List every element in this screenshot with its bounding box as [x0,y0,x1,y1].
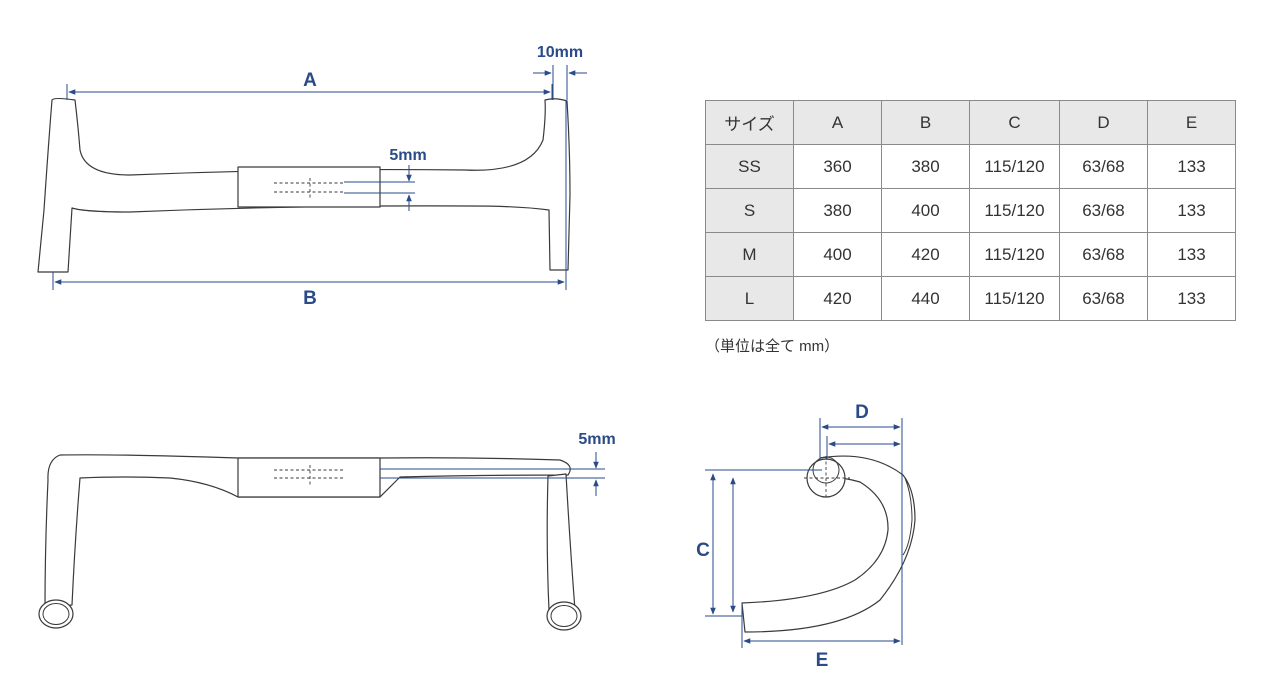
table-row: S 380 400 115/120 63/68 133 [705,188,1236,233]
table-cell: 115/120 [969,188,1060,233]
header-e: E [1147,100,1236,145]
side-view: C D E [696,402,916,671]
table-cell: 420 [793,276,882,321]
front-view: 5mm [38,431,616,631]
size-spec-table: サイズ A B C D E SS 360 380 115/120 63/68 1… [705,100,1236,321]
row-size-cell: L [705,276,794,321]
top-view-clamp-section [237,166,381,208]
header-d: D [1059,100,1148,145]
side-view-drop-outline [741,455,916,633]
row-size-cell: SS [705,144,794,189]
header-b: B [881,100,970,145]
table-header-row: サイズ A B C D E [705,100,1236,145]
table-cell: 133 [1147,144,1236,189]
dimension-rise-top-label: 5mm [389,147,426,164]
table-cell: 380 [881,144,970,189]
row-size-cell: S [705,188,794,233]
top-view: A B 10mm 5mm [37,44,587,309]
table-cell: 115/120 [969,276,1060,321]
dimension-d-label: D [855,402,869,423]
unit-note: （単位は全て mm） [705,338,840,355]
table-row: L 420 440 115/120 63/68 133 [705,276,1236,321]
table-cell: 63/68 [1059,188,1148,233]
dimension-a-label: A [303,70,317,91]
table-cell: 380 [793,188,882,233]
table-cell: 440 [881,276,970,321]
table-cell: 400 [881,188,970,233]
header-a: A [793,100,882,145]
table-cell: 400 [793,232,882,277]
table-cell: 133 [1147,188,1236,233]
table-cell: 133 [1147,276,1236,321]
dimension-rise-front-label: 5mm [578,431,615,448]
table-cell: 63/68 [1059,276,1148,321]
table-cell: 133 [1147,232,1236,277]
row-size-cell: M [705,232,794,277]
table-cell: 63/68 [1059,232,1148,277]
dimension-c-label: C [696,540,710,561]
table-cell: 115/120 [969,232,1060,277]
header-size: サイズ [705,100,794,145]
dimension-e-label: E [816,650,829,671]
dimension-b-label: B [303,288,317,309]
table-cell: 360 [793,144,882,189]
front-view-clamp-section [237,457,381,498]
table-cell: 420 [881,232,970,277]
table-cell: 115/120 [969,144,1060,189]
dimension-flare-label: 10mm [537,44,583,61]
table-cell: 63/68 [1059,144,1148,189]
table-row: M 400 420 115/120 63/68 133 [705,232,1236,277]
table-row: SS 360 380 115/120 63/68 133 [705,144,1236,189]
header-c: C [969,100,1060,145]
